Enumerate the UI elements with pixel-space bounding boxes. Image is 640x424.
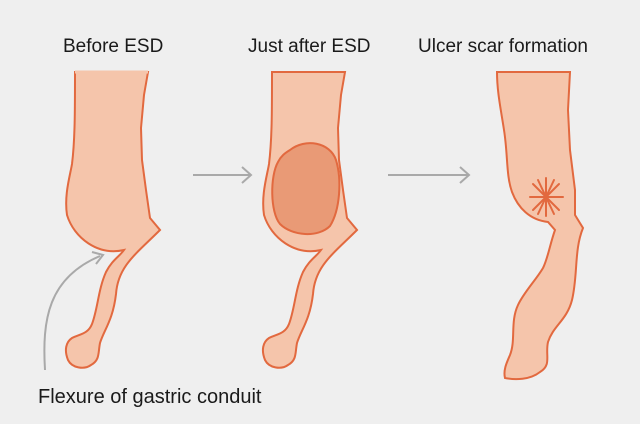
esd-lesion <box>272 143 339 234</box>
arrow-right-1 <box>193 167 251 183</box>
label-before-esd: Before ESD <box>63 36 163 58</box>
stomach-scar <box>497 72 583 379</box>
stomach-after <box>263 72 357 368</box>
arrow-right-2 <box>388 167 469 183</box>
stomach-before <box>66 72 160 368</box>
label-ulcer-scar-formation: Ulcer scar formation <box>418 36 588 58</box>
label-just-after-esd: Just after ESD <box>248 36 371 58</box>
label-flexure-gastric-conduit: Flexure of gastric conduit <box>38 386 261 408</box>
gastric-conduit-before <box>66 72 160 368</box>
gastric-conduit-scar <box>497 72 583 379</box>
